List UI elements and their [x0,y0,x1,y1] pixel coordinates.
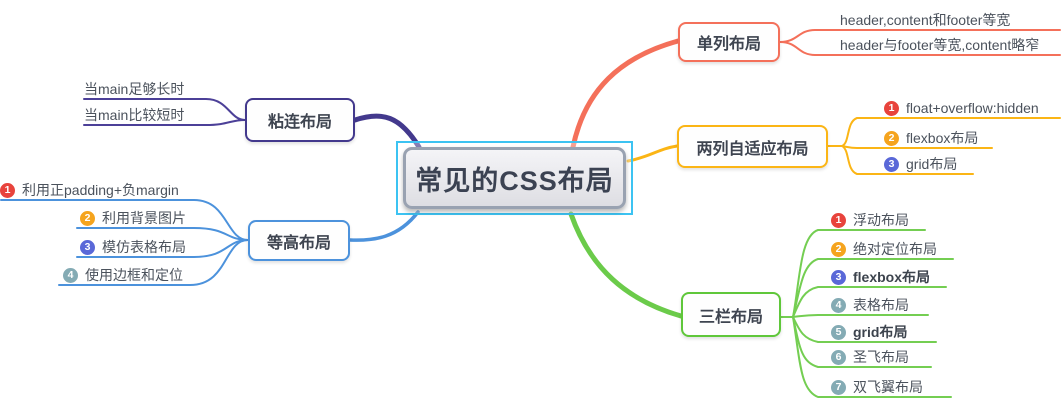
leaf-table-layout[interactable]: 4 表格布局 [831,296,909,315]
branch-curve-single-column [570,38,681,150]
leaf-grid-three-column[interactable]: 5 grid布局 [831,323,907,342]
branch-curve-two-column [626,144,679,163]
leaf-label: 模仿表格布局 [102,239,186,255]
leaf-label: 表格布局 [853,297,909,313]
leaf-line-padding-margin [0,199,249,241]
branch-curve-three-column [568,211,684,319]
badge-7-icon: 7 [831,380,846,395]
leaf-label: grid布局 [906,156,958,172]
leaf-label: 浮动布局 [853,212,909,228]
leaf-line-border-position [58,239,249,286]
leaf-label: header与footer等宽,content略窄 [840,37,1040,53]
badge-3-icon: 3 [831,270,846,285]
leaf-line-main-short [83,119,246,126]
leaf-positive-padding-negative-margin[interactable]: 1 利用正padding+负margin [0,181,179,200]
badge-2-icon: 2 [80,211,95,226]
leaf-line-double-wing [780,316,952,398]
badge-1-icon: 1 [831,213,846,228]
leaf-float-layout[interactable]: 1 浮动布局 [831,211,909,230]
badge-4-icon: 4 [831,298,846,313]
leaf-label: header,content和footer等宽 [840,12,1011,28]
badge-2-icon: 2 [884,131,899,146]
leaf-label: 绝对定位布局 [853,241,937,257]
leaf-label: 当main足够长时 [84,81,185,97]
branch-curve-equal-height [348,210,420,242]
leaf-header-footer-equal-content-narrow[interactable]: header与footer等宽,content略窄 [840,36,1039,55]
leaf-main-long-enough[interactable]: 当main足够长时 [84,80,184,99]
node-three-column[interactable]: 三栏布局 [681,292,781,337]
leaf-border-and-position[interactable]: 4 使用边框和定位 [63,266,183,285]
leaf-flexbox-two-column[interactable]: 2 flexbox布局 [884,129,978,148]
badge-2-icon: 2 [831,242,846,257]
leaf-label: flexbox布局 [906,130,979,146]
leaf-label: grid布局 [853,324,908,340]
badge-1-icon: 1 [884,101,899,116]
leaf-label: 双飞翼布局 [853,379,923,395]
leaf-flexbox-three-column[interactable]: 3 flexbox布局 [831,268,930,287]
leaf-header-content-footer-equal[interactable]: header,content和footer等宽 [840,11,1010,30]
node-sticky[interactable]: 粘连布局 [245,98,355,142]
leaf-imitate-table-layout[interactable]: 3 模仿表格布局 [80,238,186,257]
badge-5-icon: 5 [831,325,846,340]
selection-frame: 常见的CSS布局 [396,141,633,215]
leaf-absolute-position-layout[interactable]: 2 绝对定位布局 [831,240,937,259]
leaf-line-grid2 [827,145,974,175]
central-topic[interactable]: 常见的CSS布局 [403,147,626,209]
leaf-label: 利用背景图片 [102,210,186,226]
leaf-label: 使用边框和定位 [85,267,183,283]
badge-3-icon: 3 [80,240,95,255]
leaf-label: flexbox布局 [853,269,931,285]
leaf-holy-grail-layout[interactable]: 6 圣飞布局 [831,348,909,367]
leaf-background-image[interactable]: 2 利用背景图片 [80,209,186,228]
leaf-line-table-layout [780,314,929,318]
node-single-column[interactable]: 单列布局 [678,22,780,62]
node-equal-height[interactable]: 等高布局 [248,220,350,261]
leaf-label: float+overflow:hidden [906,100,1039,116]
badge-1-icon: 1 [0,183,15,198]
leaf-line-content-narrow [779,41,1061,56]
branch-curve-sticky [352,113,422,150]
leaf-double-wing-layout[interactable]: 7 双飞翼布局 [831,378,923,397]
leaf-label: 利用正padding+负margin [22,182,179,198]
node-two-column-adaptive[interactable]: 两列自适应布局 [677,125,828,168]
badge-3-icon: 3 [884,157,899,172]
badge-6-icon: 6 [831,350,846,365]
leaf-label: 圣飞布局 [853,349,909,365]
leaf-grid-two-column[interactable]: 3 grid布局 [884,155,957,174]
leaf-float-overflow-hidden[interactable]: 1 float+overflow:hidden [884,99,1039,118]
leaf-label: 当main比较短时 [84,107,185,123]
badge-4-icon: 4 [63,268,78,283]
leaf-main-short[interactable]: 当main比较短时 [84,106,184,125]
